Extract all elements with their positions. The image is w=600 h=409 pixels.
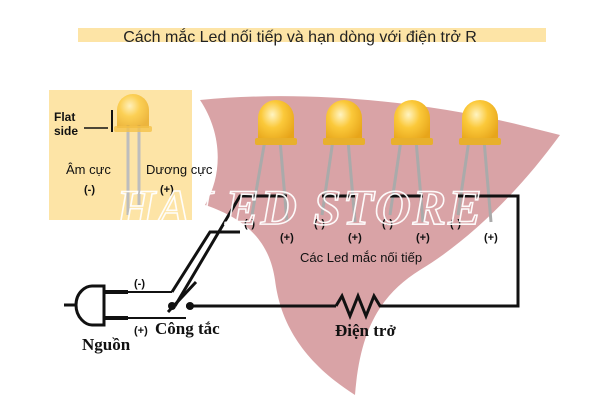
led-3-minus: (-) xyxy=(382,218,393,230)
led-3-plus: (+) xyxy=(416,232,430,244)
led-2-plus: (+) xyxy=(348,232,362,244)
page-title: Cách mắc Led nối tiếp và hạn dòng với đi… xyxy=(123,27,477,46)
title-band xyxy=(78,28,546,42)
watermark: HALED STORE xyxy=(116,179,484,235)
legend-led xyxy=(111,94,152,215)
led-1-minus: (-) xyxy=(244,218,255,230)
flat-side-label-line2: side xyxy=(54,124,78,138)
decorative-swoosh xyxy=(200,96,560,395)
anode-sign: (+) xyxy=(160,184,174,196)
flat-side-label-line1: Flat xyxy=(54,110,75,124)
switch xyxy=(166,280,198,314)
circuit-wires xyxy=(128,194,520,319)
plug-minus-sign: (-) xyxy=(134,278,145,290)
resistor-label: Điện trở xyxy=(335,321,396,340)
switch-label: Công tắc xyxy=(155,319,220,338)
plug-plus-sign: (+) xyxy=(134,325,148,337)
led-3 xyxy=(388,100,433,223)
led-4-plus: (+) xyxy=(484,232,498,244)
anode-label: Dương cực xyxy=(146,162,213,177)
led-2 xyxy=(320,100,365,223)
source-label: Nguồn xyxy=(82,335,131,354)
led-1-plus: (+) xyxy=(280,232,294,244)
led-4-minus: (-) xyxy=(450,218,461,230)
series-label: Các Led mắc nối tiếp xyxy=(300,250,422,265)
led-2-minus: (-) xyxy=(314,218,325,230)
led-4 xyxy=(456,100,501,223)
plug-icon xyxy=(64,284,128,327)
cathode-sign: (-) xyxy=(84,184,95,196)
led-1 xyxy=(250,100,297,223)
resistor-symbol xyxy=(334,291,386,321)
cathode-label: Âm cực xyxy=(66,162,111,177)
